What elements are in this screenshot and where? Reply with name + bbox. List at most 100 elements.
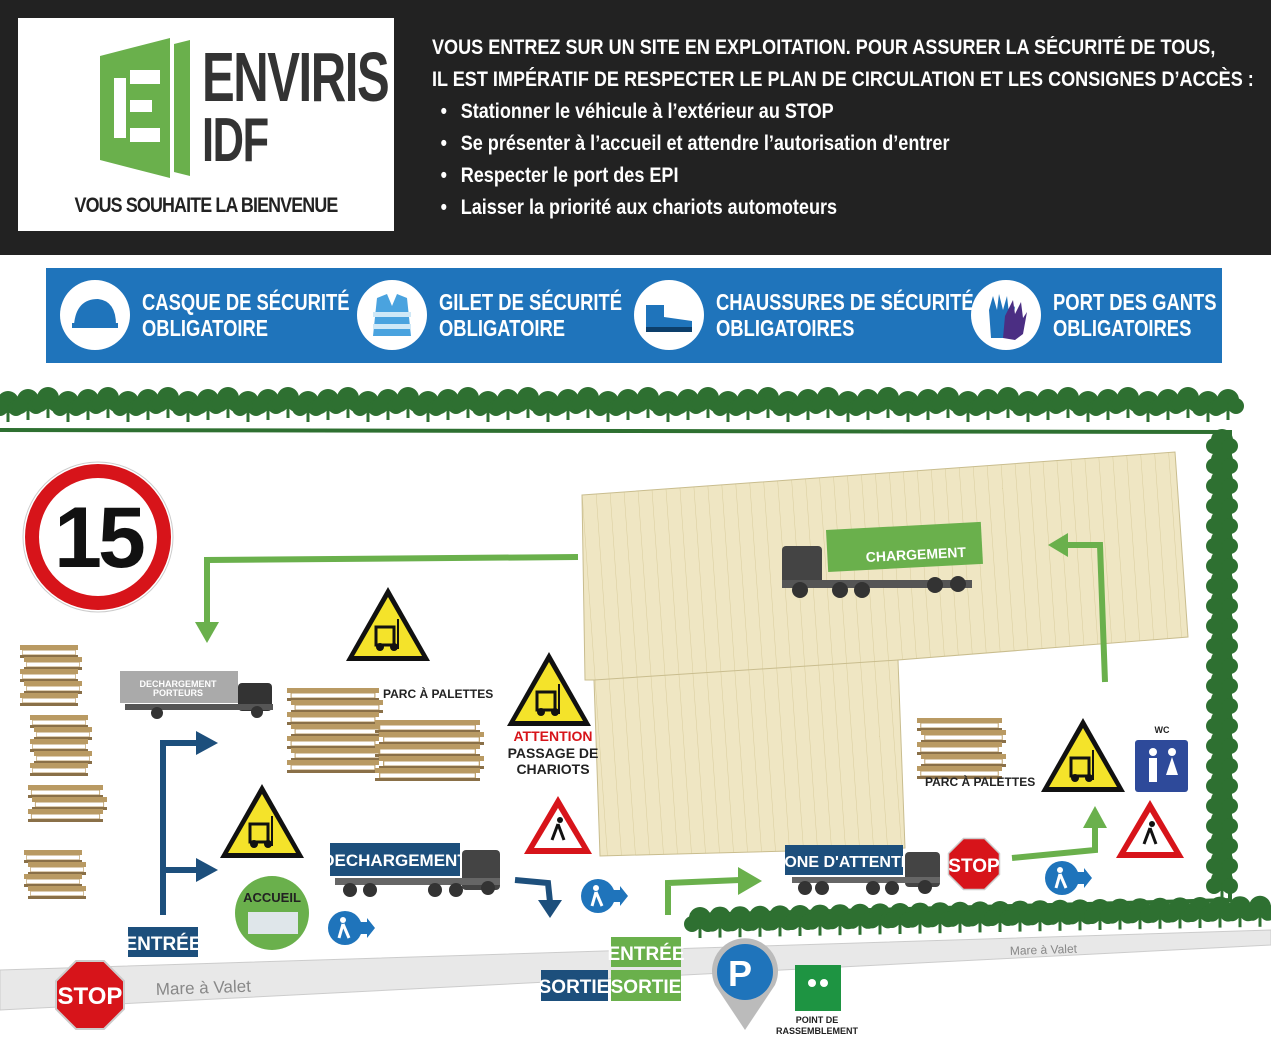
access-instructions: VOUS ENTREZ SUR UN SITE EN EXPLOITATION.…	[432, 32, 1254, 224]
brand-region: IDF	[202, 106, 269, 175]
pallet-icon	[286, 711, 380, 726]
parking-marker: P	[712, 938, 778, 1030]
pallet-icon	[23, 849, 83, 864]
ppe-label: CASQUE DE SÉCURITÉ	[142, 289, 350, 315]
pallet-icon	[27, 784, 104, 799]
pallet-park-label-left: PARC À PALETTES	[383, 686, 493, 701]
exit-sign-green: SORTIE	[611, 970, 682, 1001]
stop-sign-left: STOP	[55, 960, 125, 1030]
parking-icon: P	[728, 953, 752, 994]
welcome-text: VOUS SOUHAITE LA BIENVENUE	[74, 194, 339, 217]
svg-text:SORTIE: SORTIE	[611, 977, 682, 998]
ppe-label: GILET DE SÉCURITÉ	[439, 289, 622, 315]
pedestrian-route-icon	[579, 877, 630, 915]
entry-sign-center: ENTRÉE	[607, 937, 685, 967]
exit-arrow	[514, 877, 553, 903]
pallet-icon	[290, 747, 384, 762]
brand-name: ENVIRIS	[202, 38, 390, 116]
truck-chargement: CHARGEMENT	[782, 521, 983, 598]
assembly-point: POINT DE RASSEMBLEMENT	[776, 965, 858, 1036]
pallet-icon	[286, 687, 380, 702]
pallet-icon	[23, 656, 83, 671]
svg-text:WC: WC	[1155, 725, 1170, 735]
rule-item: Respecter le port des EPI	[432, 160, 1254, 192]
road-label-left: Mare à Valet	[155, 977, 251, 999]
ppe-label: PORT DES GANTS	[1053, 289, 1217, 315]
svg-text:SORTIE: SORTIE	[539, 977, 610, 998]
stop-sign-right: STOP	[947, 837, 1001, 891]
pallet-icon	[920, 729, 1007, 744]
logo-panel: ENVIRIS IDF VOUS SOUHAITE LA BIENVENUE	[18, 18, 394, 231]
pallet-icon	[286, 759, 380, 774]
vest-icon	[357, 280, 427, 350]
pallet-icon	[374, 743, 481, 758]
ppe-label: OBLIGATOIRE	[439, 315, 566, 341]
exit-sign-blue: SORTIE	[539, 970, 610, 1001]
attention-label: ATTENTION	[513, 728, 592, 744]
pallet-icon	[374, 767, 481, 782]
pallet-icon	[23, 680, 83, 695]
rules-list: Stationner le véhicule à l’extérieur au …	[432, 96, 1254, 224]
pallet-icon	[378, 755, 485, 770]
reception-building: ACCUEIL	[235, 876, 309, 950]
zone-attente-label: ZONE D'ATTENTE	[775, 854, 912, 871]
speed-limit-sign: 15	[22, 461, 174, 613]
forklift-passage-label: PASSAGE DE	[508, 745, 599, 761]
pallet-icon	[19, 668, 79, 683]
svg-text:ENTRÉE: ENTRÉE	[607, 943, 684, 965]
pallet-icon	[19, 692, 79, 707]
pallet-icon	[33, 750, 93, 765]
flow-arrow	[1065, 542, 1108, 683]
pallet-icon	[29, 762, 89, 777]
flow-arrow	[204, 554, 579, 625]
forklift-warning-icon	[1039, 716, 1127, 794]
reception-label: ACCUEIL	[243, 890, 301, 905]
svg-text:STOP: STOP	[58, 983, 123, 1010]
pallet-icon	[290, 699, 384, 714]
site-plan: Mare à Valet Mare à Valet 15 PARC À PALE…	[0, 387, 1271, 1036]
welcome-header: ENVIRIS IDF VOUS SOUHAITE LA BIENVENUE V…	[0, 0, 1271, 255]
forklift-warning-icon	[344, 585, 432, 663]
rule-item: Laisser la priorité aux chariots automot…	[432, 192, 1254, 224]
entry-sign-left: ENTRÉE	[124, 927, 202, 957]
pallet-icon	[27, 861, 87, 876]
svg-text:POINT DE: POINT DE	[796, 1015, 839, 1025]
truck-zone-attente: ZONE D'ATTENTE	[775, 845, 940, 895]
pallet-icon	[27, 885, 87, 900]
tree-line-top	[0, 387, 1244, 422]
enviris-logo-icon	[100, 38, 190, 178]
porteurs-label: PORTEURS	[153, 688, 203, 698]
pallet-park-label-right: PARC À PALETTES	[925, 774, 1035, 789]
forklift-warning-icon	[218, 782, 306, 860]
flow-arrow	[1011, 825, 1098, 861]
ppe-label: OBLIGATOIRES	[1053, 315, 1192, 341]
pallet-icon	[916, 717, 1003, 732]
pallet-icon	[33, 726, 93, 741]
dechargement-label: DECHARGEMENT	[322, 851, 468, 870]
pallet-icon	[378, 731, 485, 746]
svg-text:ENTRÉE: ENTRÉE	[124, 933, 201, 955]
pallet-icon	[286, 735, 380, 750]
pedestrian-crossing-icon	[1114, 798, 1186, 860]
tree-icon	[1206, 869, 1238, 900]
pallet-icon	[27, 808, 104, 823]
speed-limit-value: 15	[54, 490, 144, 586]
wc-sign: WC	[1135, 725, 1188, 792]
pallet-icon	[23, 873, 83, 888]
pedestrian-route-icon	[1043, 859, 1094, 897]
flow-arrow	[665, 877, 741, 915]
ppe-label: OBLIGATOIRES	[716, 315, 855, 341]
gloves-icon	[971, 280, 1041, 350]
loading-building	[581, 451, 1189, 857]
tree-line-right	[1206, 429, 1238, 900]
pallet-icon	[374, 719, 481, 734]
truck-dechargement: DECHARGEMENT	[322, 843, 500, 897]
pallet-icon	[290, 723, 384, 738]
pedestrian-route-icon	[326, 909, 377, 947]
forklift-warning-icon	[505, 650, 593, 728]
intro-line: VOUS ENTREZ SUR UN SITE EN EXPLOITATION.…	[432, 36, 1216, 59]
